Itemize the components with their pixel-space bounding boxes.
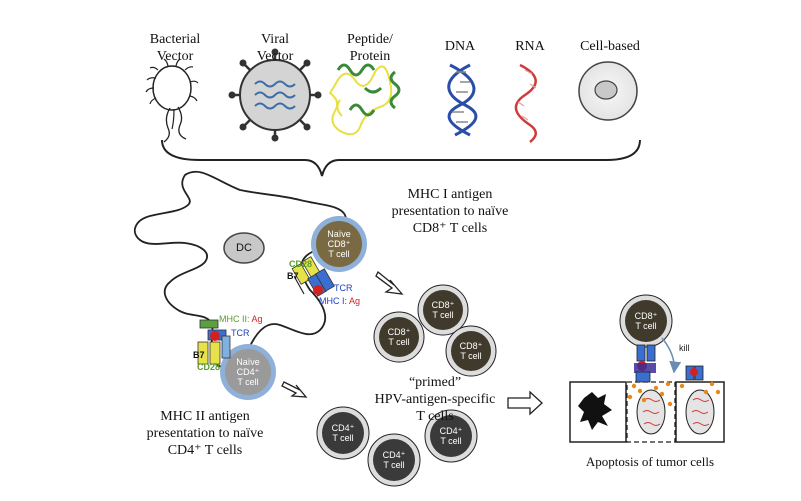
- cell-based-label: Cell-based: [580, 39, 640, 54]
- mhc1-ag-label: MHC I: Ag: [319, 296, 361, 306]
- primed-cd8-cells: [373, 284, 497, 377]
- arrow-to-tumor: [507, 390, 543, 416]
- dendritic-cell-body: [133, 170, 348, 369]
- dc-label: DC: [236, 242, 252, 254]
- mhc2-ag-label: MHC II: Ag: [219, 314, 263, 324]
- primed-cd4-cells: [316, 406, 478, 487]
- killer-cd8-label: CD8⁺T cell: [634, 311, 658, 331]
- peptide-protein-label: Peptide/Protein: [347, 32, 393, 64]
- cd4-cell-label: CD4⁺T cell: [331, 423, 355, 443]
- peptide-protein-icon: [328, 63, 401, 136]
- kill-arrow: [661, 337, 682, 374]
- dna-label: DNA: [444, 39, 476, 54]
- tcr-bottom-label: TCR: [231, 328, 250, 338]
- killer-cd8-cell-body: [625, 300, 667, 342]
- dc-nucleus: [223, 232, 265, 264]
- cell-based-icon: [578, 61, 638, 121]
- grouping-brace: [161, 139, 641, 177]
- viral-vector-icon: [228, 48, 322, 142]
- tcr-top-label: TCR: [334, 283, 353, 293]
- kill-label: kill: [679, 343, 690, 353]
- bacterial-vector-icon: [145, 58, 199, 143]
- mhc1-receptor-complex: [291, 256, 335, 297]
- dna-icon: [447, 63, 478, 137]
- cd28-top-label: CD28: [289, 259, 313, 269]
- cd4-cell-label: CD4⁺T cell: [439, 426, 463, 446]
- mhc2-receptor-complex: [197, 319, 231, 365]
- cd8-cell-label: CD8⁺T cell: [387, 327, 411, 347]
- cd28-bottom-label: CD28: [197, 362, 221, 372]
- cd8-cell-label: CD8⁺T cell: [459, 341, 483, 361]
- b7-bottom-label: B7: [193, 350, 205, 360]
- arrow-to-cd4: [281, 381, 308, 398]
- arrow-to-cd8: [375, 270, 404, 295]
- naive-cd4-cell-body: [225, 349, 271, 395]
- cd8-cell-label: CD8⁺T cell: [431, 300, 455, 320]
- rna-icon: [514, 63, 537, 143]
- cd4-cell-label: CD4⁺T cell: [382, 450, 406, 470]
- tumor-cells: [569, 365, 725, 443]
- naive-cd8-cell-body: [316, 221, 362, 267]
- b7-top-label: B7: [287, 271, 299, 281]
- apoptosis-text: Apoptosis of tumor cells: [585, 454, 715, 469]
- rna-label: RNA: [515, 39, 545, 54]
